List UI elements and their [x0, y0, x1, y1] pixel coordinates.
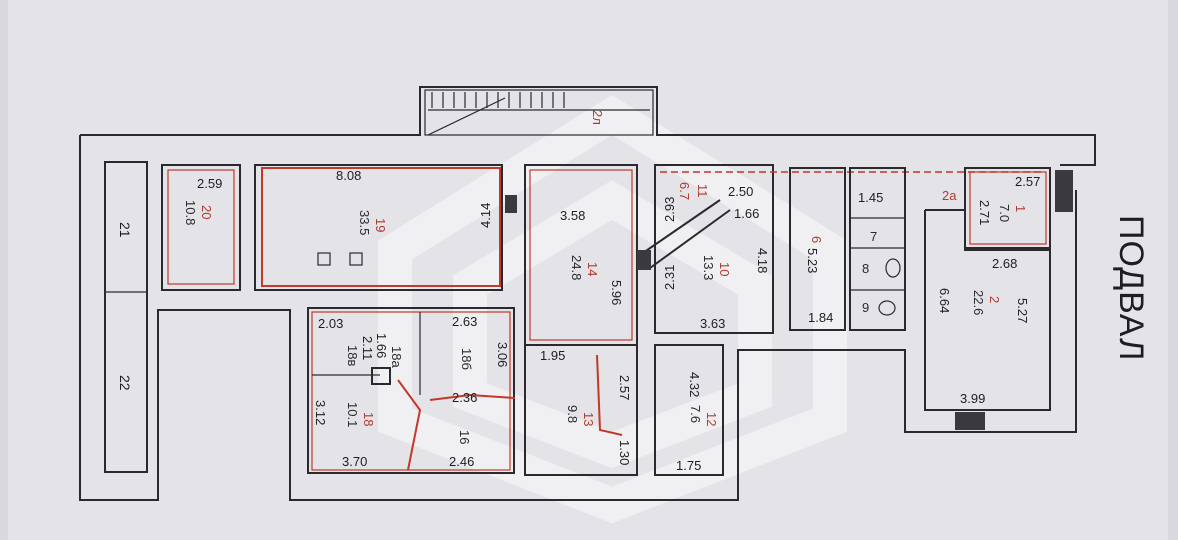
- dim-label: 1.66: [374, 333, 389, 358]
- room-labels: 20 10.8 19 33.5 14 24.8 10 13.3 11 6.7 6…: [117, 110, 1028, 444]
- toilet-icon: [878, 300, 896, 316]
- room-21-22: [104, 161, 148, 473]
- dim-label: 3.70: [342, 454, 367, 469]
- room-number: 20: [199, 205, 214, 219]
- room-number: 14: [585, 262, 600, 276]
- dim-label: 6.64: [937, 288, 952, 313]
- room-number: 2л: [590, 110, 605, 125]
- outlet-icon: [317, 252, 331, 266]
- outlet-icon: [349, 252, 363, 266]
- room-area: 24.8: [569, 255, 584, 280]
- room-area: 10.8: [183, 200, 198, 225]
- room-number: 12: [704, 412, 719, 426]
- room-area: 7.0: [997, 204, 1012, 222]
- room-13-outline: [524, 344, 638, 476]
- dimension-labels: 2.59 8.08 4.14 3.58 5.96 2.93 2.50 1.66 …: [197, 168, 1040, 473]
- room-area: 13.3: [701, 255, 716, 280]
- room-number: 10: [717, 262, 732, 276]
- room-area: 10.1: [345, 402, 360, 427]
- room-area: 7.6: [688, 405, 703, 423]
- dim-label: 3.99: [960, 391, 985, 406]
- dim-label: 3.63: [700, 316, 725, 331]
- dim-label: 2.93: [662, 197, 677, 222]
- dim-label: 2.57: [1015, 174, 1040, 189]
- room-number: 6: [809, 236, 824, 243]
- room-number: 9: [862, 300, 869, 315]
- room-number: 2: [987, 296, 1002, 303]
- vent-hatch: [1055, 170, 1073, 212]
- room-number: 7: [870, 229, 877, 244]
- dim-label: 1.30: [617, 440, 632, 465]
- vent-hatch: [955, 412, 985, 430]
- outer-walls: [79, 86, 1096, 501]
- room-number: 22: [117, 375, 133, 391]
- room-number: 2a: [942, 188, 957, 203]
- room-number: 11: [695, 184, 710, 198]
- dim-label: 5.23: [805, 248, 820, 273]
- room-number: 18б: [459, 348, 474, 370]
- dim-label: 1.66: [734, 206, 759, 221]
- dim-label: 4.14: [478, 203, 493, 228]
- room-10-outline: [654, 164, 774, 334]
- stair-line: [427, 97, 506, 136]
- dim-label: 2.50: [728, 184, 753, 199]
- dim-label: 3.58: [560, 208, 585, 223]
- room-19-outline: [254, 164, 503, 291]
- dim-label: 1.75: [676, 458, 701, 473]
- dim-label: 2.46: [449, 454, 474, 469]
- dim-label: 2.03: [318, 316, 343, 331]
- staircase: [424, 89, 654, 136]
- room-number: 21: [117, 222, 133, 238]
- dim-label: 4.32: [687, 372, 702, 397]
- dim-label: 2.63: [452, 314, 477, 329]
- vent-hatch: [637, 250, 651, 270]
- dim-label: 2.11: [360, 336, 375, 360]
- vent-hatch: [505, 195, 517, 213]
- dim-label: 2.59: [197, 176, 222, 191]
- dim-label: 2.31: [662, 265, 677, 290]
- dim-label: 5.27: [1015, 298, 1030, 323]
- dim-label: 4.18: [755, 248, 770, 273]
- dim-label: 1.95: [540, 348, 565, 363]
- room-12-outline: [654, 344, 724, 476]
- dim-label: 2.71: [977, 200, 992, 225]
- room-6-outline: [789, 167, 846, 331]
- room-1-outline: [964, 167, 1051, 249]
- dim-label: 3.06: [495, 342, 510, 367]
- room-number: 13: [581, 412, 596, 426]
- room-number: 19: [373, 218, 388, 232]
- room-number: 16: [457, 430, 472, 444]
- dim-label: 2.36: [452, 390, 477, 405]
- dim-label: 5.96: [609, 280, 624, 305]
- dim-label: 1.84: [808, 310, 833, 325]
- dim-label: 8.08: [336, 168, 361, 183]
- dim-label: 2.57: [617, 375, 632, 400]
- room-area: 33.5: [357, 210, 372, 235]
- room-20-outline: [161, 164, 241, 291]
- room-7-8-9: [849, 167, 906, 331]
- dim-label: 2.68: [992, 256, 1017, 271]
- dim-label: 1.45: [858, 190, 883, 205]
- room-area: 9.8: [565, 405, 580, 423]
- room-number: 18а: [389, 346, 404, 368]
- room-number: 1: [1013, 205, 1028, 212]
- toilet-icon: [885, 258, 901, 278]
- room-number: 18в: [345, 345, 360, 366]
- room-number: 8: [862, 261, 869, 276]
- room-18-group: [307, 307, 515, 474]
- floor-title: ПОДВАЛ: [1112, 215, 1150, 361]
- room-2-outline: [924, 209, 1051, 411]
- dim-label: 3.12: [313, 400, 328, 425]
- room-number: 6.7: [677, 182, 692, 200]
- room-area: 22.6: [971, 290, 986, 315]
- room-number: 18: [361, 412, 376, 426]
